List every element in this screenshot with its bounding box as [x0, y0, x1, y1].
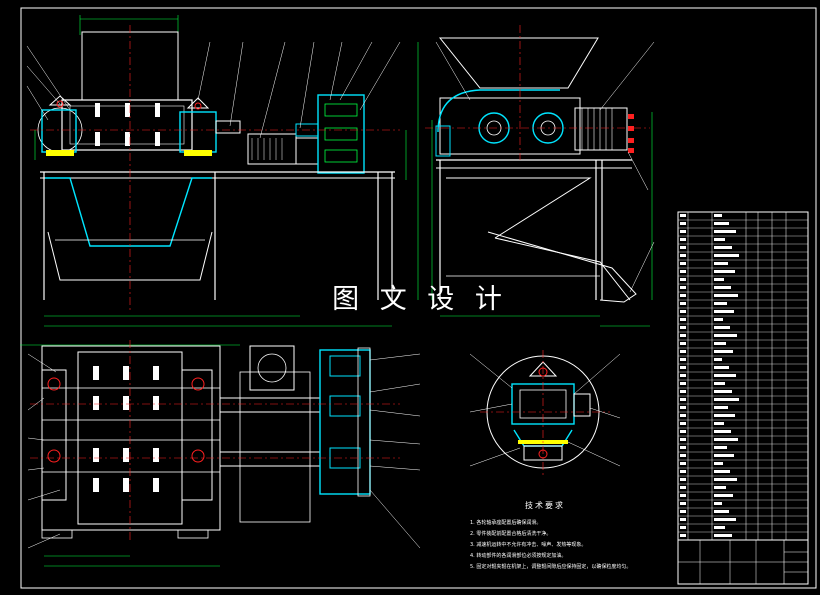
tech-note: 1. 各轮轴承座配置后确保润滑。: [470, 520, 542, 526]
tech-note: 5. 固定对辊夹辊在机架上，调整辊间隙后应保持固定，以确保粒度均匀。: [470, 564, 632, 570]
parts-list-entry-mark: [714, 390, 732, 393]
tech-note: 4. 转动部件的各润滑部位必须按规定加油。: [470, 553, 567, 559]
parts-list-index-mark: [680, 470, 686, 473]
parts-list-entry-mark: [714, 470, 730, 473]
parts-list-entry-mark: [714, 246, 732, 249]
parts-list-entry-mark: [714, 262, 728, 265]
parts-list-entry-mark: [714, 518, 736, 521]
tech-note: 2. 零件装配前配置合格后清洗干净。: [470, 531, 552, 537]
watermark-text: 图 文 设 计: [332, 284, 508, 315]
parts-list-index-mark: [680, 302, 686, 305]
tech-note: 3. 减速机运转中不允许有冲击、噪声、发热等现象。: [470, 542, 587, 548]
parts-list-index-mark: [680, 374, 686, 377]
parts-list-entry-mark: [714, 326, 730, 329]
parts-list-index-mark: [680, 286, 686, 289]
parts-list-entry-mark: [714, 310, 734, 313]
parts-list-index-mark: [680, 382, 686, 385]
parts-list-entry-mark: [714, 302, 727, 305]
parts-list-index-mark: [680, 230, 686, 233]
sheet-border: [20, 7, 817, 589]
parts-list-index-mark: [680, 518, 686, 521]
parts-list-index-mark: [680, 478, 686, 481]
parts-list-entry-mark: [714, 454, 734, 457]
parts-list-entry-mark: [714, 318, 723, 321]
parts-list-entry-mark: [714, 494, 733, 497]
parts-list-index-mark: [680, 254, 686, 257]
parts-list-entry-mark: [714, 254, 739, 257]
parts-list-entry-mark: [714, 238, 725, 241]
parts-list-entry-mark: [714, 462, 723, 465]
parts-list-entry-mark: [714, 502, 722, 505]
parts-list-entry-mark: [714, 446, 727, 449]
parts-list-entry-mark: [714, 406, 728, 409]
parts-list-entry-mark: [714, 278, 724, 281]
parts-list-index-mark: [680, 510, 686, 513]
parts-list-index-mark: [680, 342, 686, 345]
parts-list-index-mark: [680, 430, 686, 433]
parts-list: [677, 211, 809, 585]
parts-list-entry-mark: [714, 366, 729, 369]
parts-list-entry-mark: [714, 486, 726, 489]
parts-list-index-mark: [680, 246, 686, 249]
parts-list-index-mark: [680, 502, 686, 505]
parts-list-entry-mark: [714, 526, 725, 529]
parts-list-index-mark: [680, 414, 686, 417]
parts-list-index-mark: [680, 366, 686, 369]
parts-list-entry-mark: [714, 414, 735, 417]
parts-list-index-mark: [680, 278, 686, 281]
parts-list-index-mark: [680, 262, 686, 265]
parts-list-index-mark: [680, 422, 686, 425]
parts-list-entry-mark: [714, 214, 722, 217]
parts-list-entry-mark: [714, 422, 724, 425]
parts-list-entry-mark: [714, 430, 731, 433]
parts-list-index-mark: [680, 318, 686, 321]
parts-list-index-mark: [680, 494, 686, 497]
parts-list-entry-mark: [714, 438, 738, 441]
parts-list-entry-mark: [714, 286, 731, 289]
technical-requirements: 技术要求 1. 各轮轴承座配置后确保润滑。 2. 零件装配前配置合格后清洗干净。…: [470, 500, 680, 573]
parts-list-index-mark: [680, 294, 686, 297]
parts-list-entry-mark: [714, 334, 737, 337]
parts-list-entry-mark: [714, 358, 722, 361]
parts-list-index-mark: [680, 406, 686, 409]
parts-list-entry-mark: [714, 350, 733, 353]
parts-list-entry-mark: [714, 374, 736, 377]
parts-list-entry-mark: [714, 230, 736, 233]
parts-list-index-mark: [680, 534, 686, 537]
parts-list-index-mark: [680, 350, 686, 353]
parts-list-entry-mark: [714, 478, 737, 481]
parts-list-index-mark: [680, 326, 686, 329]
parts-list-index-mark: [680, 358, 686, 361]
side-view: [405, 25, 655, 327]
parts-list-entry-mark: [714, 398, 739, 401]
parts-list-entry-mark: [714, 534, 732, 537]
parts-list-entry-mark: [714, 270, 735, 273]
parts-list-index-mark: [680, 238, 686, 241]
parts-list-index-mark: [680, 310, 686, 313]
parts-list-index-mark: [680, 398, 686, 401]
parts-list-index-mark: [680, 462, 686, 465]
parts-list-entry-mark: [714, 294, 738, 297]
front-view: [26, 15, 401, 327]
plan-view: [20, 340, 421, 567]
parts-list-entry-mark: [714, 382, 725, 385]
parts-list-index-mark: [680, 438, 686, 441]
parts-list-index-mark: [680, 214, 686, 217]
parts-list-index-mark: [680, 454, 686, 457]
parts-list-index-mark: [680, 222, 686, 225]
parts-list-entry-mark: [714, 222, 729, 225]
detail-view: [469, 350, 621, 475]
parts-list-index-mark: [680, 526, 686, 529]
parts-list-index-mark: [680, 334, 686, 337]
tech-requirements-title: 技术要求: [525, 501, 565, 510]
parts-list-index-mark: [680, 486, 686, 489]
parts-list-index-mark: [680, 390, 686, 393]
parts-list-entry-mark: [714, 510, 729, 513]
parts-list-entry-mark: [714, 342, 726, 345]
parts-list-index-mark: [680, 446, 686, 449]
parts-list-index-mark: [680, 270, 686, 273]
